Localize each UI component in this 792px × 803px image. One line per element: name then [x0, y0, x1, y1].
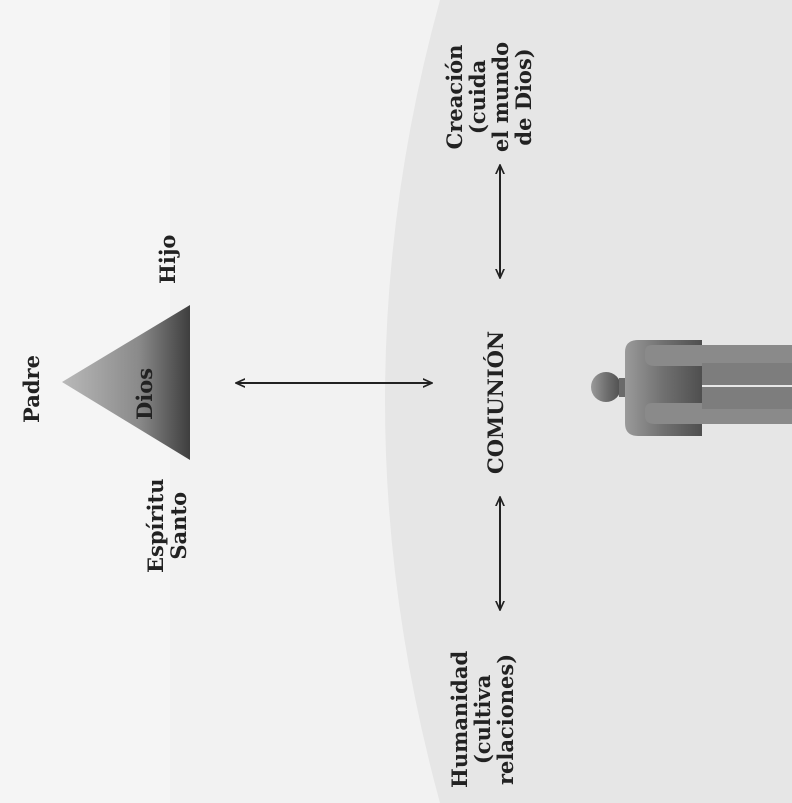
- label-espiritu-santo: Espíritu Santo: [143, 478, 192, 574]
- trinity-triangle: [62, 305, 190, 460]
- person-figure: [591, 340, 792, 436]
- person-head: [591, 372, 621, 402]
- person-arm-top: [645, 345, 792, 366]
- label-comunion: COMUNIÓN: [483, 330, 508, 474]
- label-dios: Dios: [132, 367, 157, 420]
- label-padre: Padre: [19, 355, 44, 423]
- label-hijo: Hijo: [155, 234, 180, 284]
- person-neck: [619, 378, 627, 397]
- label-humanidad: Humanidad (cultiva relaciones): [447, 650, 519, 788]
- label-creacion: Creación (cuida el mundo de Dios): [442, 41, 537, 152]
- background-arc: [385, 0, 792, 803]
